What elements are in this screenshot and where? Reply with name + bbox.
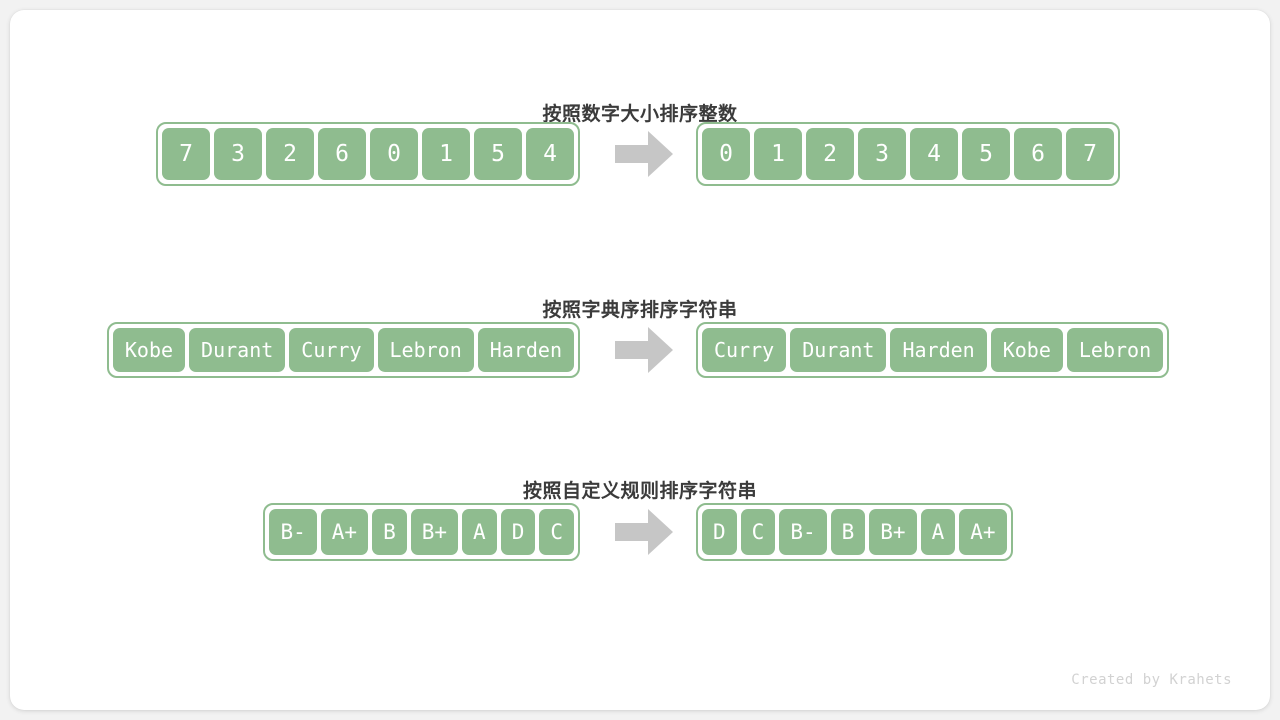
array-cell: 6 bbox=[1014, 128, 1062, 180]
array-cell: 2 bbox=[806, 128, 854, 180]
array-cell: Lebron bbox=[377, 328, 474, 372]
array-cell: Kobe bbox=[990, 328, 1063, 372]
array-cell: 6 bbox=[318, 128, 366, 180]
array-cell: Lebron bbox=[1066, 328, 1164, 372]
array-cell: B bbox=[372, 509, 407, 555]
array-cell: 0 bbox=[370, 128, 418, 180]
section-title-sort-integers: 按照数字大小排序整数 bbox=[542, 104, 738, 125]
right-block-arrow-icon bbox=[615, 507, 673, 557]
array-cell: Harden bbox=[477, 328, 574, 372]
array-cell: 4 bbox=[910, 128, 958, 180]
array-cell: 2 bbox=[266, 128, 314, 180]
array-cell: Durant bbox=[790, 328, 887, 372]
array-cell: 3 bbox=[858, 128, 906, 180]
section-title-sort-strings-lexicographic: 按照字典序排序字符串 bbox=[542, 300, 738, 321]
right-block-arrow-icon bbox=[615, 325, 673, 375]
array-cell: A+ bbox=[959, 509, 1007, 555]
array-cell: A bbox=[920, 509, 956, 555]
section-title-sort-strings-custom: 按照自定义规则排序字符串 bbox=[522, 481, 757, 502]
array-cell: 1 bbox=[754, 128, 802, 180]
array-cell: A bbox=[462, 509, 497, 555]
array-cell: 5 bbox=[474, 128, 522, 180]
credit-text: Created by Krahets bbox=[1071, 672, 1232, 688]
right-block-arrow-icon bbox=[615, 129, 673, 179]
array-cell: B+ bbox=[869, 509, 917, 555]
array-cell: D bbox=[500, 509, 536, 555]
array-cell: 4 bbox=[526, 128, 574, 180]
array-cell: Harden bbox=[890, 328, 987, 372]
array-cell: B bbox=[830, 509, 866, 555]
array-cell: A+ bbox=[320, 509, 369, 555]
array-cell: 7 bbox=[1066, 128, 1114, 180]
array-cell: Durant bbox=[189, 328, 286, 372]
array-cell: 7 bbox=[162, 128, 210, 180]
array-cell: 5 bbox=[962, 128, 1010, 180]
array-cell: C bbox=[740, 509, 776, 555]
array-cell: B+ bbox=[410, 509, 459, 555]
array-cell: B- bbox=[269, 509, 317, 555]
array-cell: D bbox=[702, 509, 737, 555]
array-cell: Kobe bbox=[112, 328, 186, 372]
array-cell: C bbox=[539, 509, 574, 555]
array-cell: B- bbox=[779, 509, 827, 555]
array-cell: 1 bbox=[422, 128, 470, 180]
array-cell: 0 bbox=[702, 128, 750, 180]
array-cell: Curry bbox=[702, 328, 787, 372]
array-cell: 3 bbox=[214, 128, 262, 180]
array-cell: Curry bbox=[289, 328, 374, 372]
